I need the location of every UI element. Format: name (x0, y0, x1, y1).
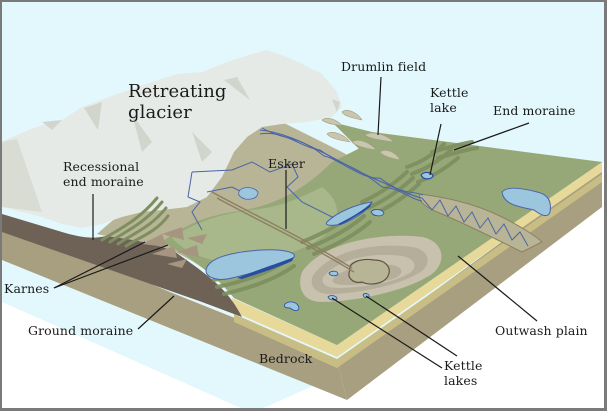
outwash-lake (501, 187, 551, 217)
lakes (205, 171, 551, 312)
kettle-lake-upper (420, 171, 434, 180)
braided-stream (421, 197, 529, 247)
kettle-lake-mid (325, 201, 373, 226)
leader-drumlin-field (377, 76, 382, 136)
glacier-shadow (84, 102, 102, 130)
glacier-shadow (224, 77, 250, 100)
label-ground-moraine: Ground moraine (28, 323, 134, 338)
karnes (142, 227, 207, 268)
label-kettle-lake: Kettle lake (430, 85, 469, 115)
label-drumlin-field: Drumlin field (341, 59, 427, 74)
small-lake-glacier (238, 187, 259, 200)
glacier-shadow (132, 114, 152, 152)
background-white (2, 161, 604, 408)
leader-kettle-lakes-2 (365, 295, 458, 357)
label-bedrock: Bedrock (259, 351, 313, 366)
label-recessional-end-moraine: Recessional end moraine (63, 159, 144, 189)
esker-ridge (211, 191, 353, 269)
retreating-glacier (2, 50, 342, 228)
leader-karnes-1 (53, 241, 146, 289)
drumlin-field-surface (332, 122, 602, 192)
label-outwash-plain: Outwash plain (495, 323, 588, 338)
esker-deposit (348, 258, 390, 285)
leader-ground-moraine (137, 295, 175, 330)
leader-kettle-lake (429, 123, 442, 176)
leader-outwash-plain (457, 255, 538, 322)
recessional-moraine-ridges (100, 196, 170, 248)
outwash-channel (418, 193, 543, 253)
glacier-shadow (192, 132, 212, 162)
label-retreating-glacier: Retreating glacier (128, 81, 227, 123)
glacier-shadow (2, 139, 42, 212)
label-end-moraine: End moraine (493, 103, 576, 118)
ground-moraine-band (2, 214, 242, 317)
plain-light-patch (172, 187, 337, 263)
meltwater-streams (187, 127, 424, 231)
kettle-lake-plain (283, 301, 300, 312)
label-kettle-lakes: Kettle lakes (444, 358, 483, 388)
kettle-lake-fan-1 (328, 270, 339, 277)
drumlins (321, 110, 401, 161)
leader-karnes-2 (53, 244, 169, 289)
kettle-lake-small (370, 209, 385, 217)
leader-kettle-lakes-1 (331, 297, 443, 369)
label-karnes: Karnes (4, 281, 50, 296)
glacier-shadow (42, 120, 62, 130)
bedrock-front-left (2, 220, 347, 400)
esker-ridge (216, 197, 355, 273)
label-esker: Esker (268, 156, 305, 171)
leader-end-moraine (453, 122, 530, 151)
glacier-shadow (332, 99, 340, 112)
